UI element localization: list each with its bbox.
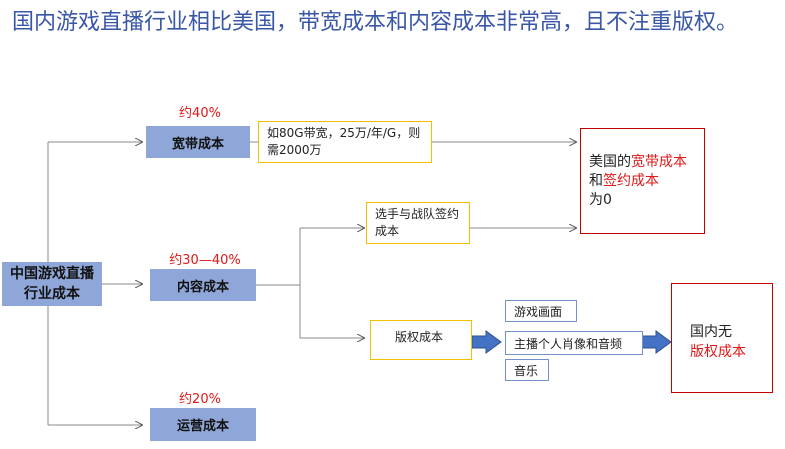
copyright-cost-box: 版权成本: [370, 320, 472, 360]
block-arrow-2: [641, 330, 672, 354]
page-title: 国内游戏直播行业相比美国，带宽成本和内容成本非常高，且不注重版权。: [12, 10, 739, 35]
copyright-item: 主播个人肖像和音频: [505, 331, 643, 355]
ops-pct: 约20%: [179, 392, 221, 407]
copyright-item: 音乐: [505, 359, 549, 381]
root-node: 中国游戏直播行业成本: [2, 262, 102, 306]
us-text-1: 美国的: [589, 154, 631, 170]
bandwidth-note: 如80G带宽，25万/年/G，则需2000万: [258, 121, 432, 163]
cn-text-1: 国内无: [690, 324, 732, 340]
players-contract-box: 选手与战队签约成本: [366, 202, 470, 244]
ops-cost-box: 运营成本: [150, 408, 256, 441]
us-contract-highlight: 签约成本: [603, 173, 659, 189]
cn-copyright-highlight: 版权成本: [690, 344, 746, 360]
bandwidth-pct: 约40%: [179, 106, 221, 121]
us-bandwidth-highlight: 宽带成本: [631, 154, 687, 170]
content-cost-box: 内容成本: [150, 269, 256, 301]
copyright-item: 游戏画面: [505, 300, 577, 322]
cn-copyright-box: 国内无版权成本: [671, 283, 773, 393]
us-comparison-box: 美国的宽带成本和签约成本为0: [580, 128, 705, 234]
us-text-3: 为0: [589, 192, 612, 208]
us-text-2: 和: [589, 173, 603, 189]
bandwidth-cost-box: 宽带成本: [146, 126, 250, 158]
content-pct: 约30—40%: [169, 253, 241, 268]
block-arrow-1: [471, 330, 502, 354]
